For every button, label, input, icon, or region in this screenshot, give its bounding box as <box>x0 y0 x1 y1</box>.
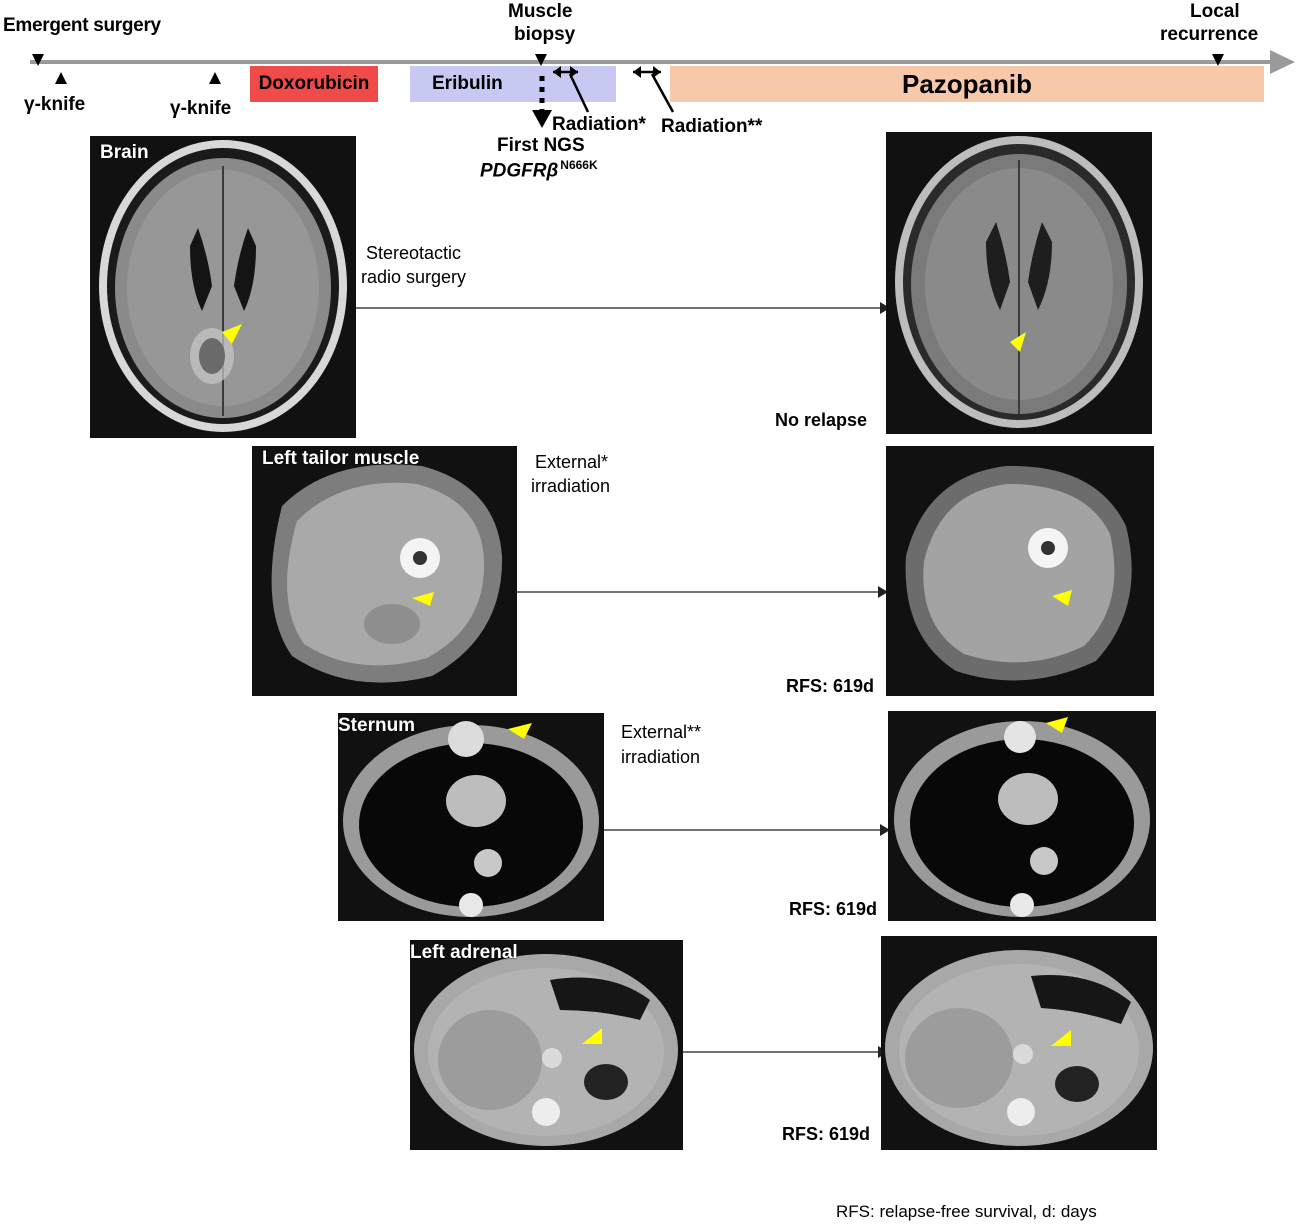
row-sternum-treatment-line2: irradiation <box>621 747 701 767</box>
marker-emergent-surgery <box>32 54 44 66</box>
marker-gknife-1 <box>55 72 67 84</box>
event-muscle-biopsy-line1: Muscle <box>508 1 573 22</box>
event-radiation-1: Radiation* <box>552 114 646 135</box>
row-sternum-site: Sternum <box>338 715 416 736</box>
event-local-recurrence-line1: Local <box>1190 1 1240 22</box>
row-muscle-site: Left tailor muscle <box>262 448 420 469</box>
muscle-after-arrowhead <box>1052 590 1072 606</box>
event-first-ngs: First NGS <box>497 135 585 156</box>
marker-first-ngs <box>532 110 552 128</box>
row-brain-outcome: No relapse <box>775 410 868 430</box>
brain-after-arrowhead <box>1010 332 1026 352</box>
event-emergent-surgery: Emergent surgery <box>3 15 161 36</box>
adrenal-lesion-arrowhead <box>582 1028 602 1044</box>
therapy-doxorubicin: Doxorubicin <box>250 66 378 102</box>
row-brain-treatment-line2: radio surgery <box>361 267 467 287</box>
event-muscle-biopsy-line2: biopsy <box>514 24 576 45</box>
sternum-ct-before: Sternum <box>338 713 604 921</box>
brain-lesion-arrowhead <box>222 324 242 344</box>
muscle-ct-after <box>886 446 1154 696</box>
footnote: RFS: relapse-free survival, d: days <box>836 1202 1097 1221</box>
event-gknife-2: γ-knife <box>170 98 232 119</box>
event-local-recurrence-line2: recurrence <box>1160 24 1259 45</box>
ngs-gene-name: PDGFRβ <box>480 160 559 182</box>
timeline-axis <box>30 50 1295 74</box>
sternum-ct-after <box>888 711 1156 921</box>
event-gknife-1: γ-knife <box>24 94 86 115</box>
therapy-pazopanib-label: Pazopanib <box>901 68 1032 99</box>
row-adrenal-site: Left adrenal <box>410 942 518 963</box>
timeline-markers <box>32 54 1224 128</box>
row-muscle-treatment-line1: External* <box>535 452 609 472</box>
therapy-doxorubicin-label: Doxorubicin <box>258 73 370 94</box>
adrenal-ct-after <box>881 936 1157 1150</box>
marker-gknife-2 <box>209 72 221 84</box>
therapy-eribulin-label: Eribulin <box>432 73 503 94</box>
adrenal-ct-before: Left adrenal <box>410 940 683 1150</box>
ngs-mutation: N666K <box>560 158 598 172</box>
muscle-lesion-arrowhead <box>412 592 434 606</box>
row-brain-treatment-line1: Stereotactic <box>366 243 462 263</box>
marker-muscle-biopsy <box>535 54 547 66</box>
event-radiation-2: Radiation** <box>661 116 763 137</box>
adrenal-after-arrowhead <box>1051 1030 1071 1046</box>
marker-local-recurrence <box>1212 54 1224 66</box>
row-adrenal-outcome: RFS: 619d <box>782 1124 871 1144</box>
sternum-after-arrowhead <box>1046 717 1068 733</box>
brain-mri-after <box>886 132 1152 434</box>
row-brain-site: Brain <box>100 142 149 163</box>
brain-mri-before: Brain <box>90 136 356 438</box>
row-muscle-outcome: RFS: 619d <box>786 676 875 696</box>
therapy-pazopanib: Pazopanib <box>670 66 1264 102</box>
row-sternum-treatment-line1: External** <box>621 722 702 742</box>
sternum-lesion-arrowhead <box>508 723 532 739</box>
row-muscle-treatment-line2: irradiation <box>531 476 611 496</box>
row-sternum-outcome: RFS: 619d <box>789 899 878 919</box>
muscle-ct-before: Left tailor muscle <box>252 446 517 696</box>
